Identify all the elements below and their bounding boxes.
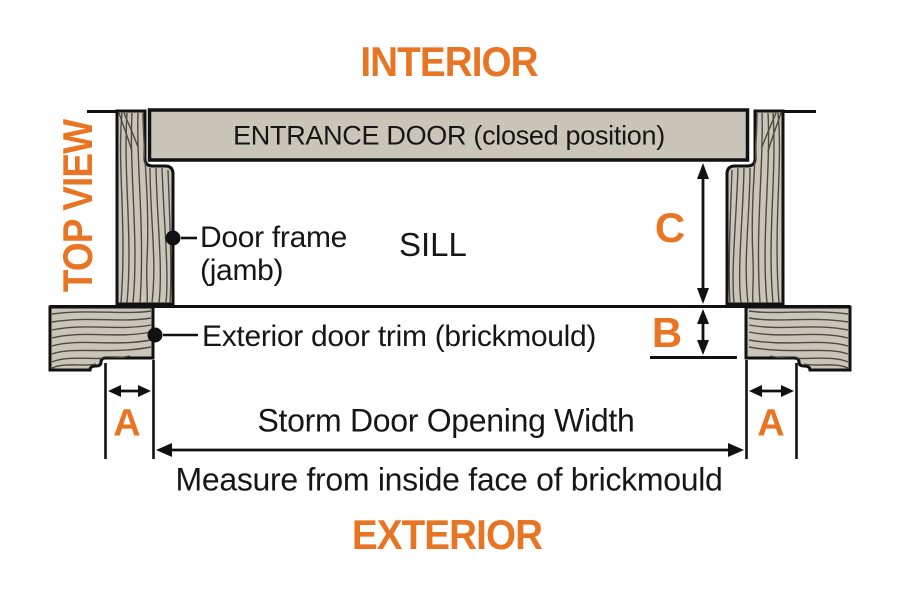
interior-label: INTERIOR <box>360 38 538 85</box>
trim-callout-bullet <box>147 327 198 343</box>
measure-note: Measure from inside face of brickmould <box>175 461 723 498</box>
left-jamb <box>115 109 175 306</box>
b-dimension-arrow <box>650 309 737 359</box>
sill-label: SILL <box>399 226 467 263</box>
dimension-a-left-label: A <box>113 402 141 445</box>
right-jamb-grain <box>728 112 782 304</box>
top-view-label: TOP VIEW <box>54 119 101 293</box>
entrance-door-bar <box>147 108 750 162</box>
a-dimension-left <box>104 360 155 459</box>
dimension-b-label: B <box>651 309 683 356</box>
entrance-door-label: ENTRANCE DOOR (closed position) <box>233 120 665 151</box>
door-frame-callout-line1: Door frame <box>200 221 348 254</box>
dimension-a-right-label: A <box>757 402 785 445</box>
c-dimension-arrow <box>697 163 709 304</box>
right-jamb <box>725 109 785 306</box>
right-brickmould-grain <box>748 310 849 369</box>
door-frame-callout: Door frame (jamb) <box>200 221 347 287</box>
left-brickmould-grain <box>51 310 152 369</box>
right-brickmould <box>744 305 852 372</box>
opening-width-arrow <box>156 443 744 457</box>
door-frame-callout-bullet <box>165 230 197 246</box>
door-frame-callout-line2: (jamb) <box>200 254 284 287</box>
exterior-label: EXTERIOR <box>351 511 543 558</box>
a-dimension-right <box>745 360 798 459</box>
opening-width-label: Storm Door Opening Width <box>257 402 635 439</box>
exterior-trim-callout: Exterior door trim (brickmould) <box>202 320 597 353</box>
dimension-c-label: C <box>654 204 686 251</box>
left-brickmould <box>48 305 155 372</box>
